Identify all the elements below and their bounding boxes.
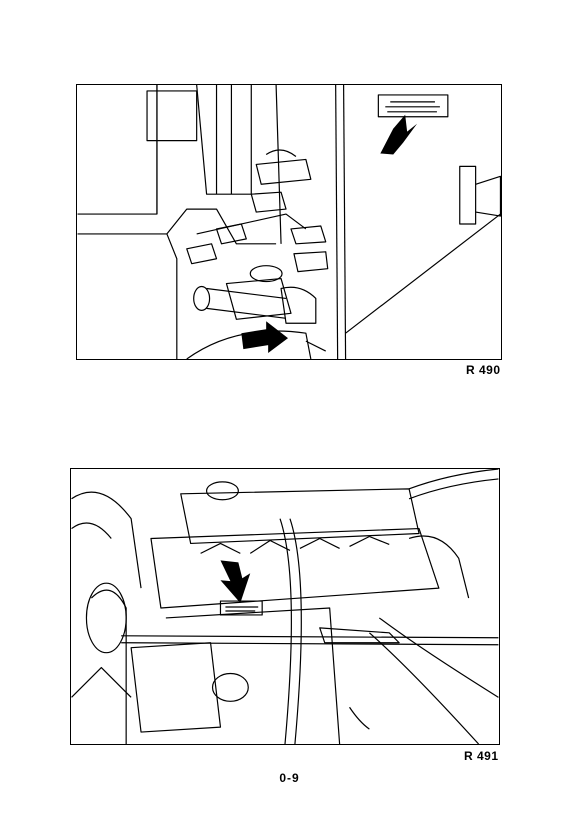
figure-label: R 491	[464, 749, 499, 763]
engine-bay-drawing-upper	[77, 85, 501, 359]
engine-bay-drawing-lower	[71, 469, 499, 744]
figure-r490-illustration	[76, 84, 502, 360]
figure-r491-illustration	[70, 468, 500, 745]
arrow-icon	[380, 114, 418, 155]
arrow-icon	[220, 560, 251, 604]
page-number: 0-9	[279, 771, 300, 785]
arrow-icon	[241, 321, 289, 354]
figure-label: R 490	[466, 363, 501, 377]
